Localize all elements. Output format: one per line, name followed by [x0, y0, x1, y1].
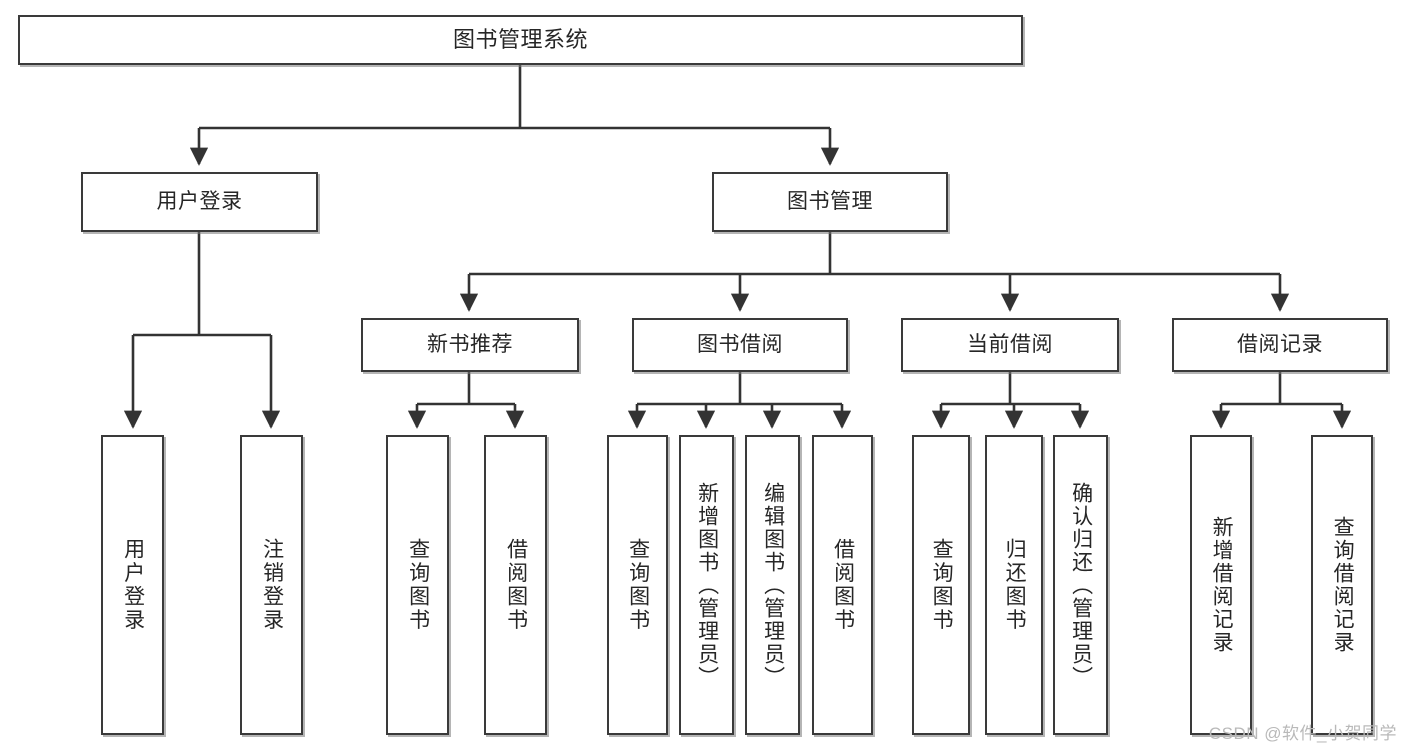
node-label: 借阅图书: [504, 538, 528, 632]
leaf-node[interactable]: 查询图书: [912, 435, 970, 735]
node-label: 确认归还（管理员）: [1069, 481, 1093, 689]
node-label: 用户登录: [121, 538, 145, 632]
node-label: 编辑图书（管理员）: [761, 481, 785, 689]
node-new-book-recommendation[interactable]: 新书推荐: [361, 318, 579, 372]
node-root-system[interactable]: 图书管理系统: [18, 15, 1023, 65]
leaf-node[interactable]: 用户登录: [101, 435, 164, 735]
node-label: 新增图书（管理员）: [695, 481, 719, 689]
leaf-node[interactable]: 归还图书: [985, 435, 1043, 735]
leaf-node[interactable]: 查询图书: [607, 435, 668, 735]
leaf-node[interactable]: 借阅图书: [484, 435, 547, 735]
node-label: 查询图书: [626, 538, 650, 632]
node-user-login[interactable]: 用户登录: [81, 172, 318, 232]
node-current-borrowing[interactable]: 当前借阅: [901, 318, 1119, 372]
node-label: 新增借阅记录: [1210, 516, 1234, 654]
leaf-node[interactable]: 借阅图书: [812, 435, 873, 735]
leaf-node[interactable]: 查询图书: [386, 435, 449, 735]
node-book-management[interactable]: 图书管理: [712, 172, 948, 232]
node-label: 借阅记录: [1237, 332, 1323, 356]
node-label: 归还图书: [1003, 538, 1027, 632]
node-label: 注销登录: [260, 538, 284, 632]
node-label: 查询借阅记录: [1331, 516, 1355, 654]
node-label: 图书管理系统: [452, 27, 588, 53]
node-book-borrowing[interactable]: 图书借阅: [632, 318, 848, 372]
leaf-node[interactable]: 新增图书（管理员）: [679, 435, 734, 735]
node-label: 用户登录: [156, 189, 243, 213]
node-label: 查询图书: [406, 538, 430, 632]
node-label: 当前借阅: [967, 332, 1053, 356]
node-label: 图书借阅: [697, 332, 783, 356]
leaf-node[interactable]: 注销登录: [240, 435, 303, 735]
node-label: 查询图书: [930, 538, 954, 632]
leaf-node[interactable]: 确认归还（管理员）: [1053, 435, 1108, 735]
node-label: 借阅图书: [831, 538, 855, 632]
csdn-watermark: CSDN @软件_小贺同学: [1208, 724, 1397, 743]
leaf-node[interactable]: 新增借阅记录: [1190, 435, 1252, 735]
node-label: 新书推荐: [427, 332, 513, 356]
leaf-node[interactable]: 编辑图书（管理员）: [745, 435, 800, 735]
node-borrow-records[interactable]: 借阅记录: [1172, 318, 1388, 372]
leaf-node[interactable]: 查询借阅记录: [1311, 435, 1373, 735]
node-label: 图书管理: [787, 189, 873, 213]
